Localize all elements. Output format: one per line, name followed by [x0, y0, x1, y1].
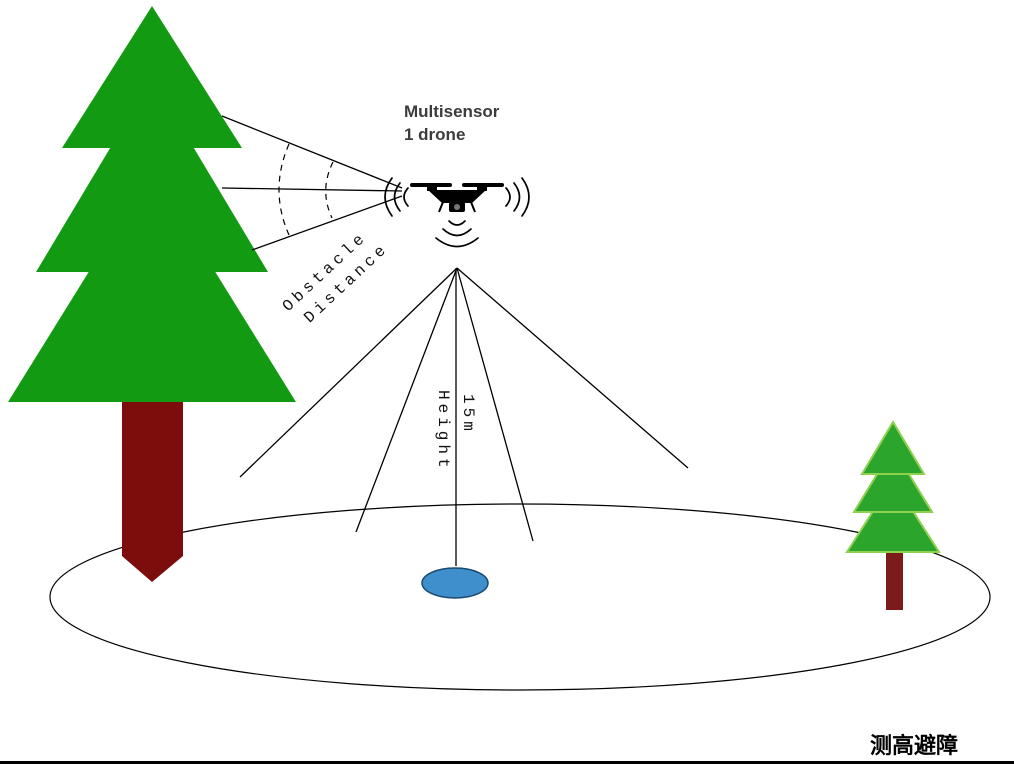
drone-camera-lens-icon [454, 204, 460, 210]
drone-left-blade-icon [410, 183, 452, 187]
signal-waves-down-icon [435, 220, 479, 248]
drone-left-hub [427, 187, 437, 191]
obstacle-sight-lines [221, 115, 403, 251]
obstacle-distance-arcs [278, 143, 334, 236]
large-tree-foliage-middle [36, 78, 268, 272]
caption: 测高避障 [870, 733, 958, 758]
small-tree-foliage-middle [852, 446, 934, 513]
drone-right-blade-icon [462, 183, 504, 187]
distance-arc-outer [278, 143, 290, 236]
small-tree-foliage-top [860, 420, 926, 475]
ground-target-ellipse [421, 567, 489, 599]
cone-line-right-inner [456, 267, 534, 542]
distance-arc-inner [325, 161, 334, 219]
cone-line-left-outer [239, 267, 458, 478]
drone-title-line1: Multisensor [404, 102, 500, 121]
height-label: 15m Height [434, 390, 477, 472]
small-tree-trunk [886, 540, 903, 610]
bottom-edge-divider [0, 761, 1014, 764]
drone-title: Multisensor 1 drone [404, 102, 504, 144]
large-tree [8, 6, 296, 582]
obstacle-line-middle [221, 187, 403, 192]
small-tree [845, 420, 941, 610]
obstacle-distance-label: Obstacle Distance [279, 219, 396, 332]
drone-right-leg [470, 201, 476, 213]
large-tree-foliage-top [62, 6, 242, 148]
signal-waves-right-icon [505, 177, 530, 217]
large-tree-foliage-bottom [8, 170, 296, 402]
cone-line-left-inner [355, 267, 458, 533]
height-label-line2: Height [434, 390, 452, 472]
height-label-line1: 15m [459, 394, 477, 435]
scan-cone-lines [239, 267, 689, 566]
obstacle-line-bottom [251, 195, 403, 251]
small-tree-foliage-bottom [845, 478, 941, 553]
drone-title-line2: 1 drone [404, 125, 465, 144]
signal-waves-left-icon [384, 177, 409, 217]
drone-icon [384, 177, 530, 248]
cone-line-right-outer [456, 267, 689, 469]
obstacle-line-top [221, 115, 403, 189]
drone-body [428, 190, 486, 203]
large-tree-trunk [122, 390, 183, 582]
drone-right-hub [477, 187, 487, 191]
drone-left-leg [438, 201, 444, 213]
ground-detection-ellipse [49, 503, 991, 691]
